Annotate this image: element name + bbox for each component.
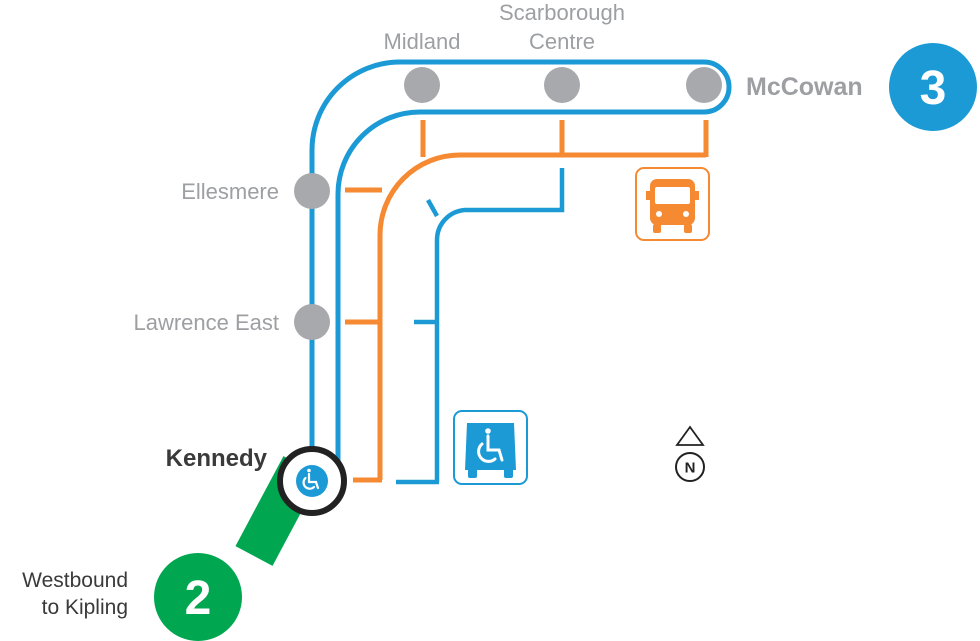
station-label-kennedy[interactable]: Kennedy: [166, 445, 268, 472]
wheel-trans-bus-icon: [453, 410, 528, 485]
station-dot-midland: [404, 67, 440, 103]
line3-number: 3: [920, 62, 947, 115]
line2-direction-line2: to Kipling: [42, 596, 128, 619]
station-dot-scarborough-centre: [544, 67, 580, 103]
station-label-ellesmere[interactable]: Ellesmere: [181, 179, 279, 204]
station-dots: [294, 67, 722, 340]
wheelchair-accessible-icon: [302, 468, 320, 490]
line2-number: 2: [185, 572, 212, 625]
line3-bullet: 3: [889, 43, 977, 131]
line3-track: [309, 59, 732, 481]
station-dot-lawrence-east: [294, 304, 330, 340]
station-dot-ellesmere: [294, 173, 330, 209]
station-label-lawrence-east[interactable]: Lawrence East: [133, 310, 279, 335]
line2-direction-line1: Westbound: [22, 569, 128, 592]
north-label: N: [685, 460, 696, 477]
north-arrow: N: [675, 425, 705, 482]
station-label-mccowan[interactable]: McCowan: [746, 73, 863, 101]
kennedy-interchange[interactable]: [277, 446, 347, 516]
station-label-scarborough-centre-line2[interactable]: Centre: [529, 29, 595, 54]
line2-bullet: 2: [154, 553, 242, 641]
station-label-midland[interactable]: Midland: [383, 29, 460, 54]
station-dot-mccowan: [686, 67, 722, 103]
bus-connection-paths: [345, 120, 709, 483]
station-label-scarborough-centre-line1[interactable]: Scarborough: [499, 0, 625, 25]
wheel-trans-connection-path: [396, 168, 565, 485]
bus-icon: [635, 167, 710, 241]
